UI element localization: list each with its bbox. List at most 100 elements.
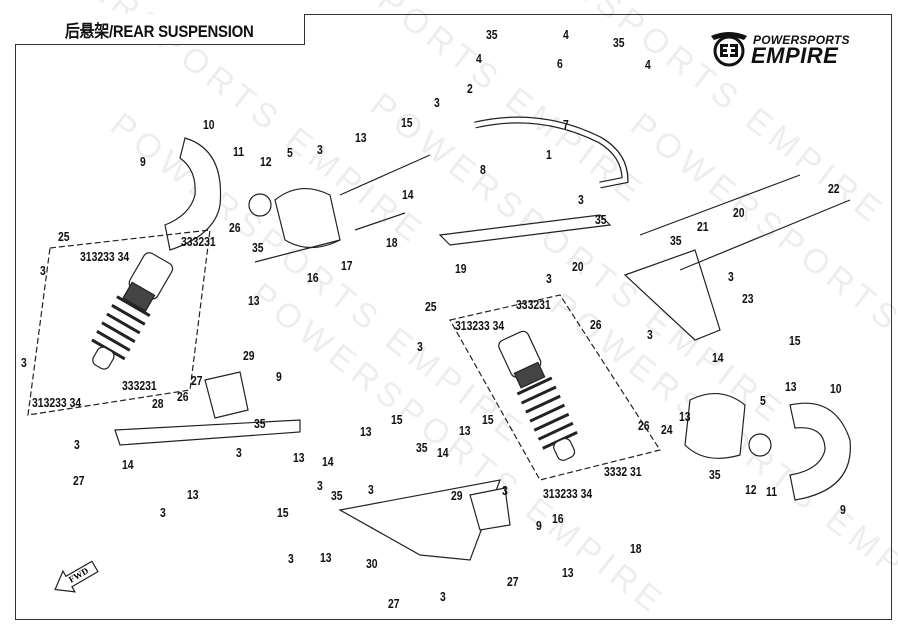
part-callout-15: 15 [482, 412, 494, 427]
part-callout-3: 3 [434, 95, 440, 110]
part-callout-10: 10 [830, 381, 842, 396]
shock-group-box-right [449, 294, 661, 481]
logo-line2: EMPIRE [751, 43, 839, 68]
knuckle-left [274, 188, 341, 249]
bearing-right [748, 433, 772, 457]
part-callout-3: 3 [21, 355, 27, 370]
part-callout-35: 35 [254, 416, 266, 431]
part-callout-10: 10 [203, 117, 215, 132]
part-callout-25: 25 [58, 229, 70, 244]
part-callout-333231: 333231 [181, 234, 216, 249]
part-callout-35: 35 [416, 440, 428, 455]
guard-right [469, 487, 511, 531]
part-callout-35: 35 [613, 35, 625, 50]
part-callout-30: 30 [366, 556, 378, 571]
part-callout-2: 2 [467, 81, 473, 96]
part-callout-9: 9 [140, 154, 146, 169]
part-callout-27: 27 [73, 473, 85, 488]
part-callout-7: 7 [563, 117, 569, 132]
part-callout-14: 14 [712, 350, 724, 365]
part-callout-29: 29 [243, 348, 255, 363]
part-callout-27: 27 [388, 596, 400, 611]
part-callout-3: 3 [236, 445, 242, 460]
part-callout-9: 9 [536, 518, 542, 533]
part-callout-5: 5 [287, 145, 293, 160]
empire-emblem-icon [711, 32, 747, 67]
lower-arm-left [114, 419, 301, 446]
part-callout-12: 12 [745, 482, 757, 497]
part-callout-13: 13 [360, 424, 372, 439]
brake-disc-left [164, 137, 222, 251]
part-callout-3: 3 [160, 505, 166, 520]
part-callout-3: 3 [546, 271, 552, 286]
part-callout-24: 24 [661, 422, 673, 437]
part-callout-3: 3 [40, 263, 46, 278]
part-callout-3: 3 [728, 269, 734, 284]
bearing-left [248, 193, 272, 217]
part-callout-3: 3 [502, 483, 508, 498]
part-callout-27: 27 [507, 574, 519, 589]
part-callout-13: 13 [459, 423, 471, 438]
part-callout-11: 11 [766, 484, 777, 499]
part-callout-14: 14 [322, 454, 334, 469]
upper-arm-left [438, 214, 612, 246]
part-callout-19: 19 [455, 261, 467, 276]
part-callout-13: 13 [248, 293, 260, 308]
part-callout-3332-31: 3332 31 [604, 464, 642, 479]
part-callout-23: 23 [742, 291, 754, 306]
part-callout-6: 6 [557, 56, 563, 71]
part-callout-15: 15 [401, 115, 413, 130]
part-callout-13: 13 [785, 379, 797, 394]
part-callout-1: 1 [546, 147, 552, 162]
shock-group-box-left [27, 229, 211, 416]
part-callout-28: 28 [152, 396, 164, 411]
brand-logo: POWERSPORTS EMPIRE [708, 30, 868, 70]
part-callout-27: 27 [191, 373, 203, 388]
part-callout-35: 35 [252, 240, 264, 255]
part-callout-35: 35 [486, 27, 498, 42]
part-callout-8: 8 [480, 162, 486, 177]
part-callout-4: 4 [476, 51, 482, 66]
part-callout-14: 14 [437, 445, 449, 460]
part-callout-13: 13 [187, 487, 199, 502]
guard-left [204, 371, 249, 419]
part-callout-313233-34: 313233 34 [543, 486, 593, 501]
part-callout-13: 13 [320, 550, 332, 565]
part-callout-13: 13 [679, 409, 691, 424]
part-callout-18: 18 [386, 235, 398, 250]
part-callout-22: 22 [828, 181, 840, 196]
part-callout-3: 3 [317, 478, 323, 493]
part-callout-313233-34: 313233 34 [32, 395, 82, 410]
part-callout-26: 26 [229, 220, 241, 235]
part-callout-35: 35 [709, 467, 721, 482]
part-callout-25: 25 [425, 299, 437, 314]
part-callout-4: 4 [563, 27, 569, 42]
upper-arm-right [623, 249, 721, 341]
part-callout-35: 35 [331, 488, 343, 503]
part-callout-14: 14 [402, 187, 414, 202]
fwd-arrow-icon [54, 560, 99, 593]
diagram-border [15, 14, 892, 620]
brake-disc-right [789, 402, 851, 501]
part-callout-35: 35 [670, 233, 682, 248]
part-callout-17: 17 [341, 258, 353, 273]
part-callout-3: 3 [288, 551, 294, 566]
part-callout-16: 16 [307, 270, 319, 285]
part-callout-35: 35 [595, 212, 607, 227]
part-callout-313233-34: 313233 34 [80, 249, 130, 264]
part-callout-4: 4 [645, 57, 651, 72]
part-callout-16: 16 [552, 511, 564, 526]
part-callout-313233-34: 313233 34 [455, 318, 505, 333]
part-callout-15: 15 [789, 333, 801, 348]
part-callout-3: 3 [578, 192, 584, 207]
part-callout-13: 13 [562, 565, 574, 580]
knuckle-right [684, 393, 746, 459]
part-callout-3: 3 [647, 327, 653, 342]
part-callout-21: 21 [697, 219, 709, 234]
part-callout-18: 18 [630, 541, 642, 556]
part-callout-3: 3 [368, 482, 374, 497]
part-callout-26: 26 [177, 389, 189, 404]
part-callout-3: 3 [417, 339, 423, 354]
